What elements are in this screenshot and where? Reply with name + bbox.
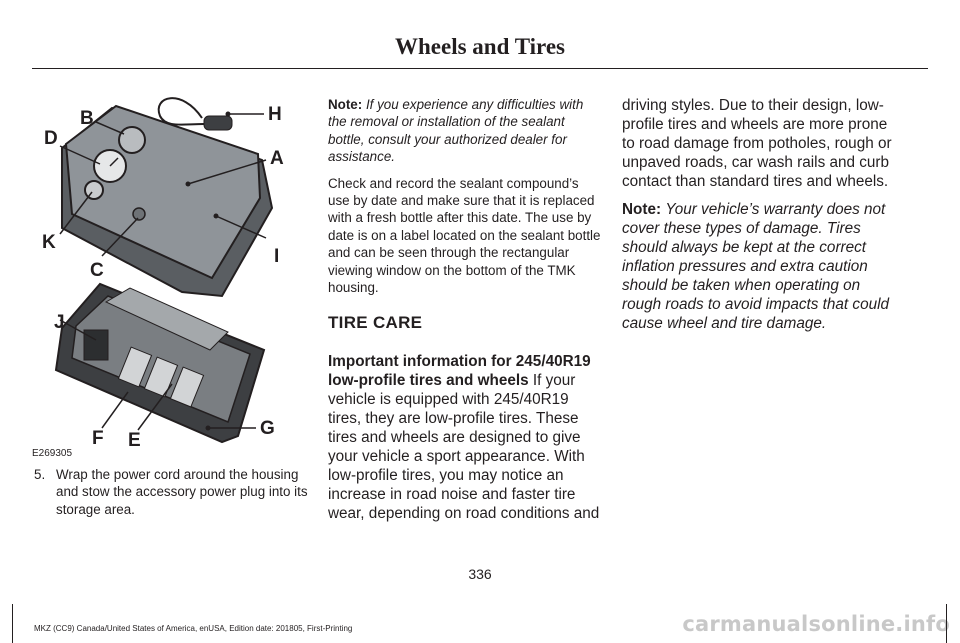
- leader-a-dot: [185, 181, 191, 187]
- power-plug: [203, 115, 233, 131]
- leader-j: [59, 319, 97, 341]
- low-profile-paragraph: Important information for 245/40R19 low-…: [328, 352, 602, 523]
- page-title: Wheels and Tires: [395, 34, 565, 59]
- page-number: 336: [468, 566, 492, 582]
- storage-slot-3: [169, 366, 205, 408]
- sealant-date-paragraph: Check and record the sealant compound’s …: [328, 175, 601, 296]
- tmk-figure: H B D A K I C J G F E E269305: [32, 88, 316, 462]
- leader-i-dot: [213, 213, 219, 219]
- housing-top: [64, 104, 262, 280]
- gauge-needle: [109, 157, 119, 167]
- label-f: F: [92, 428, 104, 449]
- column-2: Note: If you experience any difficulties…: [328, 96, 602, 532]
- leader-k: [59, 191, 93, 235]
- sealant-selector-icon: [118, 126, 146, 154]
- note-warranty: Note: Your vehicle’s warranty does not c…: [622, 200, 898, 333]
- storage-slot-2: [143, 356, 179, 398]
- leader-a: [187, 159, 267, 185]
- watermark: carmanualsonline.info: [682, 612, 950, 636]
- note-label: Note:: [622, 201, 662, 218]
- section-heading: TIRE CARE: [328, 313, 423, 333]
- label-k: K: [42, 232, 56, 253]
- note-label: Note:: [328, 97, 363, 112]
- leader-d: [59, 145, 101, 165]
- label-b: B: [80, 108, 94, 129]
- column-1: 5. Wrap the power cord around the housin…: [34, 466, 308, 518]
- leader-e: [137, 383, 173, 431]
- power-cord: [157, 97, 205, 126]
- continuation-paragraph: driving styles. Due to their design, low…: [622, 97, 892, 190]
- label-i: I: [274, 246, 279, 267]
- leader-f: [101, 391, 129, 429]
- leader-g-dot: [205, 425, 211, 431]
- leader-i: [215, 215, 267, 239]
- label-h: H: [268, 104, 282, 125]
- step-number: 5.: [34, 467, 46, 482]
- step-5: 5. Wrap the power cord around the housin…: [34, 466, 308, 518]
- figure-code: E269305: [32, 448, 72, 459]
- leader-h-dot: [225, 111, 231, 117]
- label-g: G: [260, 418, 275, 439]
- note-text: If you experience any difficulties with …: [328, 97, 584, 165]
- note-text: Your vehicle’s warranty does not cover t…: [622, 201, 890, 332]
- tire-mobility-kit-illustration: H B D A K I C J G F E E269305: [32, 97, 284, 459]
- leader-b: [95, 121, 125, 135]
- crop-mark-left: [12, 604, 13, 643]
- header-rule: [32, 68, 928, 69]
- vent-panel: [104, 287, 229, 351]
- footer-edition: MKZ (CC9) Canada/United States of Americ…: [34, 624, 353, 633]
- pressure-release-icon: [132, 207, 146, 221]
- label-j: J: [54, 312, 65, 333]
- low-profile-text: If your vehicle is equipped with 245/40R…: [328, 371, 600, 522]
- low-profile-heading: Important information for 245/40R19 low-…: [328, 352, 591, 389]
- note-sealant: Note: If you experience any difficulties…: [328, 96, 602, 166]
- label-a: A: [270, 148, 284, 169]
- storage-slot-1: [117, 346, 153, 388]
- label-c: C: [90, 260, 104, 281]
- column-3: driving styles. Due to their design, low…: [622, 96, 898, 342]
- power-button-icon: [84, 180, 104, 200]
- step-text: Wrap the power cord around the housing a…: [56, 467, 308, 517]
- label-d: D: [44, 128, 58, 149]
- label-e: E: [128, 430, 141, 451]
- crop-mark-right: [946, 604, 947, 643]
- leader-c: [101, 217, 139, 257]
